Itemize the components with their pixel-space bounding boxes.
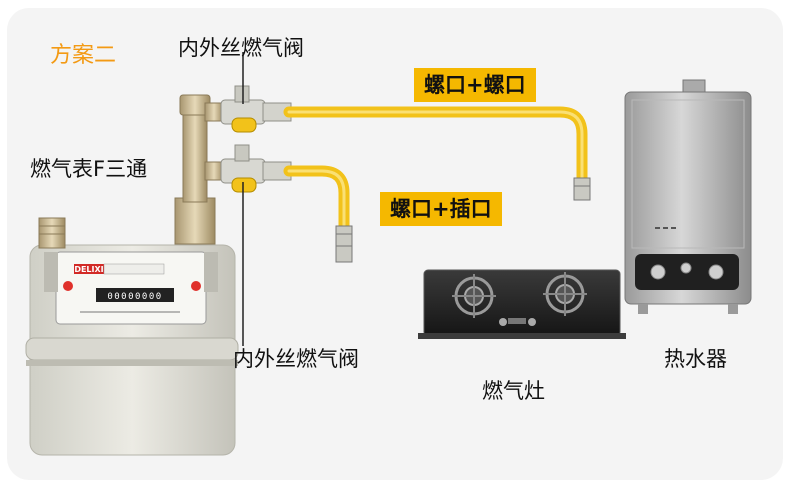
water-heater: [625, 80, 751, 314]
valve-bottom: [221, 145, 291, 192]
gas-stove: [418, 270, 626, 339]
meter-counter: 00000000: [96, 288, 174, 302]
meter-outlet: [39, 218, 65, 248]
tag-thread-thread: 螺口+螺口: [414, 68, 536, 102]
valve-top-handle: [232, 118, 256, 132]
stove-knob-left: [499, 318, 507, 326]
stove-knob-right: [528, 318, 536, 326]
tag-thread-socket: 螺口+插口: [380, 192, 502, 226]
heater-knob-center: [681, 263, 691, 273]
gas-meter: DELIXI 00000000: [26, 245, 238, 455]
scheme-title: 方案二: [50, 37, 116, 69]
label-f-tee: 燃气表F三通: [30, 153, 147, 183]
label-heater: 热水器: [664, 343, 727, 373]
svg-text:00000000: 00000000: [107, 292, 162, 302]
meter-brand: DELIXI: [74, 265, 103, 274]
stove-hose-nut: [336, 226, 352, 262]
valve-bottom-handle: [232, 178, 256, 192]
label-valve-bottom: 内外丝燃气阀: [233, 343, 359, 373]
heater-knob-left: [651, 265, 665, 279]
label-stove: 燃气灶: [482, 375, 545, 405]
valve-top: [221, 86, 291, 132]
heater-hose-nut: [574, 178, 590, 200]
f-tee-fitting: [175, 95, 223, 244]
heater-knob-right: [709, 265, 723, 279]
hose-to-stove: [289, 171, 344, 228]
label-valve-top: 内外丝燃气阀: [178, 32, 304, 62]
